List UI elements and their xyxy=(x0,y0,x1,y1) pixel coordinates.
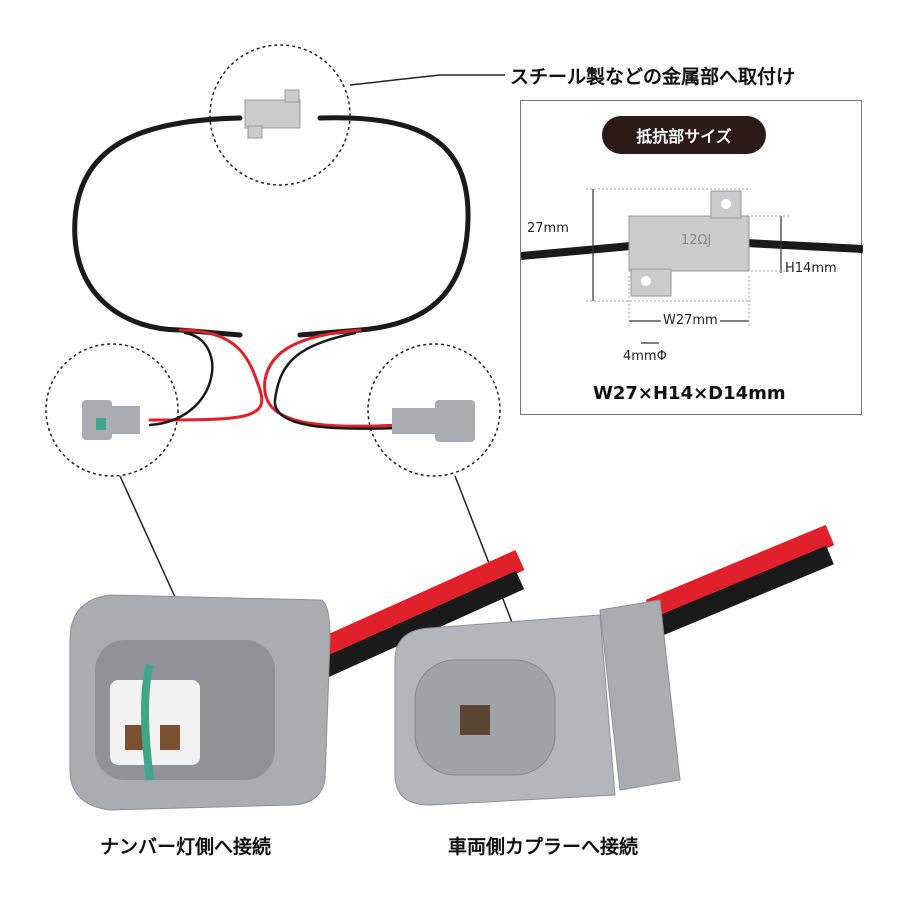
detail-circles xyxy=(45,44,501,477)
dim-width: W27mm xyxy=(661,313,720,328)
dim-hole: 4mmΦ xyxy=(623,349,667,364)
wire-harness xyxy=(72,115,471,430)
mounting-callout: スチール製などの金属部へ取付け xyxy=(510,66,796,88)
dim-total-height: 27mm xyxy=(527,221,569,236)
dim-body-height: H14mm xyxy=(785,261,837,276)
label-license-lamp-side: ナンバー灯側へ接続 xyxy=(100,836,272,858)
connector-large-male xyxy=(394,599,681,806)
resistor-spec: W27×H14×D14mm xyxy=(593,383,786,404)
connector-large-female xyxy=(69,594,331,811)
resistor-marking: 12ΩJ xyxy=(681,233,712,248)
resistor-size-box: 抵抗部サイズ 12ΩJ 27mm H14mm W27mm 4mmΦ W27×H1… xyxy=(520,100,863,415)
resistor-size-badge: 抵抗部サイズ xyxy=(602,116,766,154)
label-vehicle-coupler-side: 車両側カプラーへ接続 xyxy=(448,836,639,858)
leader-lines xyxy=(119,74,520,635)
connector-small-left xyxy=(82,400,140,440)
wires-large xyxy=(315,524,835,680)
resistor-small xyxy=(244,89,301,139)
connector-small-right xyxy=(392,400,475,442)
